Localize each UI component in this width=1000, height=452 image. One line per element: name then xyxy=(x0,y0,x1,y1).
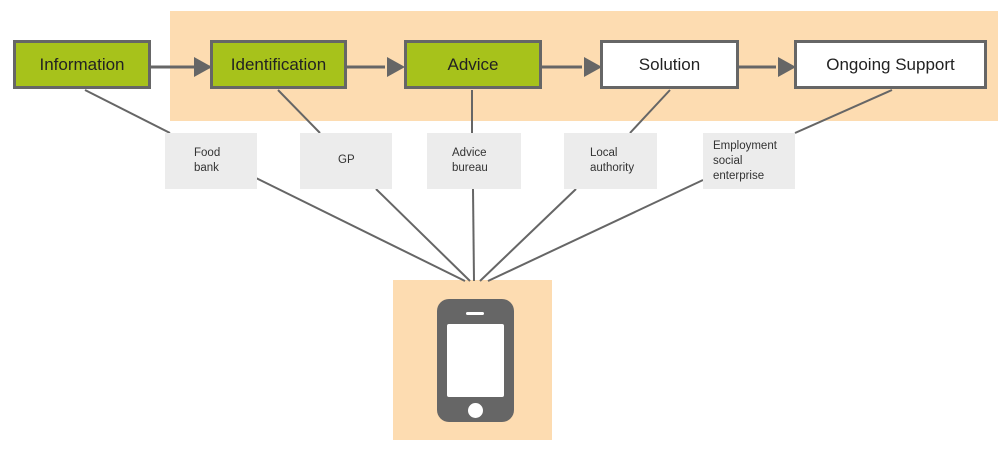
connector-gp-phone xyxy=(375,188,471,282)
stage-ongoing-support: Ongoing Support xyxy=(794,40,987,89)
arrowhead-4 xyxy=(778,57,796,77)
connector-bureau-phone xyxy=(472,188,475,282)
stage-solution: Solution xyxy=(600,40,739,89)
arrowhead-2 xyxy=(387,57,405,77)
connector-foodbank-phone xyxy=(255,177,466,282)
stage-label: Solution xyxy=(638,54,701,74)
stage-label: Identification xyxy=(230,54,327,74)
arrowhead-3 xyxy=(584,57,602,77)
connector-ongoing-employment xyxy=(794,89,893,134)
provider-line: Advice xyxy=(452,147,487,159)
phone-speaker xyxy=(466,312,484,315)
provider-line: Local xyxy=(590,147,618,159)
smartphone-icon xyxy=(437,299,514,422)
stage-label: Information xyxy=(39,54,125,74)
stage-information: Information xyxy=(13,40,151,89)
connector-authority-phone xyxy=(479,188,577,282)
provider-advice-bureau: Advice bureau xyxy=(427,133,521,189)
stage-advice: Advice xyxy=(404,40,542,89)
stage-label: Ongoing Support xyxy=(826,54,955,74)
stage-label: Advice xyxy=(447,54,499,74)
phone-screen xyxy=(447,324,504,397)
connector-identification-gp xyxy=(277,89,321,134)
provider-line: Employment xyxy=(713,140,777,152)
provider-line: GP xyxy=(338,154,355,166)
provider-line: enterprise xyxy=(713,170,765,182)
provider-line: Food xyxy=(194,147,221,159)
provider-local-authority: Local authority xyxy=(564,133,657,189)
provider-line: bureau xyxy=(452,162,488,174)
phone-home-button xyxy=(468,403,483,418)
arrowhead-1 xyxy=(194,57,212,77)
provider-line: authority xyxy=(590,162,635,174)
provider-food-bank: Food bank xyxy=(165,133,257,189)
stage-identification: Identification xyxy=(210,40,347,89)
connector-information-foodbank xyxy=(84,89,171,134)
connector-solution-authority xyxy=(629,89,671,134)
provider-gp: GP xyxy=(300,133,392,189)
connector-employment-phone xyxy=(487,179,704,282)
provider-line: bank xyxy=(194,162,219,174)
provider-employment: Employment social enterprise xyxy=(703,133,795,189)
provider-line: social xyxy=(713,155,743,167)
